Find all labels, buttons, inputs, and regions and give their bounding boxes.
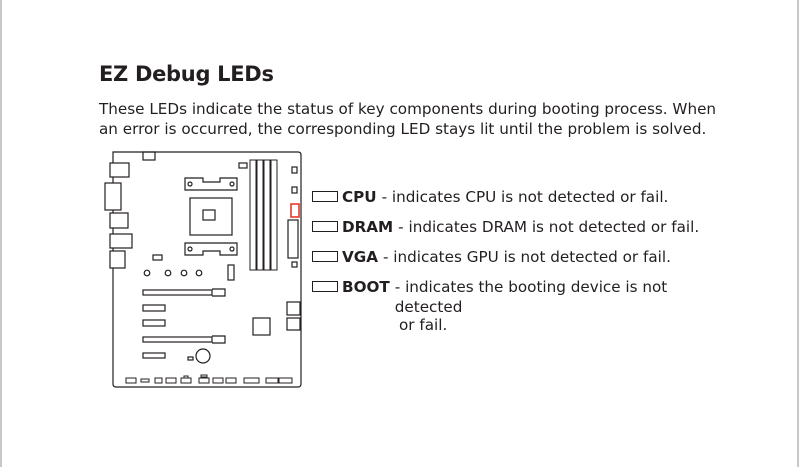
legend-label: VGA — [342, 248, 378, 266]
io-port — [104, 182, 122, 211]
bottom-headers — [125, 374, 293, 384]
section-title: EZ Debug LEDs — [99, 62, 274, 86]
led-icon — [312, 221, 338, 232]
legend-text: - indicates DRAM is not detected or fail… — [398, 218, 700, 236]
cpu-core — [202, 209, 216, 221]
legend-item-cpu: CPU - indicates CPU is not detected or f… — [312, 187, 732, 217]
pcie-x16-slot — [142, 289, 213, 296]
top-connector — [142, 151, 156, 161]
m2-slot — [227, 264, 235, 281]
atx-power-connector — [287, 219, 299, 259]
led-legend: CPU - indicates CPU is not detected or f… — [312, 187, 732, 335]
page-edge-left — [0, 0, 2, 467]
chipset — [252, 317, 271, 336]
io-port — [109, 162, 130, 178]
board-outline — [112, 151, 302, 388]
header — [238, 162, 248, 169]
io-port — [109, 233, 133, 249]
io-port — [109, 212, 129, 229]
led-icon — [312, 281, 338, 292]
legend-text: - indicates CPU is not detected or fail. — [381, 188, 669, 206]
cpu-bracket-bottom — [184, 242, 238, 256]
pcie-x1-slot — [142, 304, 166, 312]
pcie-x1-slot — [142, 352, 166, 359]
legend-label: DRAM — [342, 218, 394, 236]
cpu-socket — [189, 197, 233, 236]
led-icon — [312, 191, 338, 202]
cmos-battery — [195, 348, 211, 364]
led-icon — [312, 251, 338, 262]
cpu-bracket-top — [184, 177, 238, 191]
legend-item-boot: BOOT - indicates the booting device is n… — [312, 277, 732, 335]
legend-text: - indicates the booting device is not de… — [394, 278, 668, 316]
pcie-x16-slot — [142, 336, 213, 343]
section-description: These LEDs indicate the status of key co… — [99, 100, 717, 138]
page-edge-right — [797, 0, 799, 467]
legend-text: - indicates GPU is not detected or fail. — [382, 248, 671, 266]
legend-label: CPU — [342, 188, 377, 206]
legend-item-vga: VGA - indicates GPU is not detected or f… — [312, 247, 732, 277]
legend-label: BOOT — [342, 278, 390, 296]
legend-text-continued: or fail. — [399, 316, 448, 334]
ez-debug-led-highlight — [290, 203, 300, 218]
io-port — [109, 250, 126, 269]
dimm-slots — [249, 159, 278, 271]
pcie-x1-slot — [142, 319, 166, 327]
legend-item-dram: DRAM - indicates DRAM is not detected or… — [312, 217, 732, 247]
